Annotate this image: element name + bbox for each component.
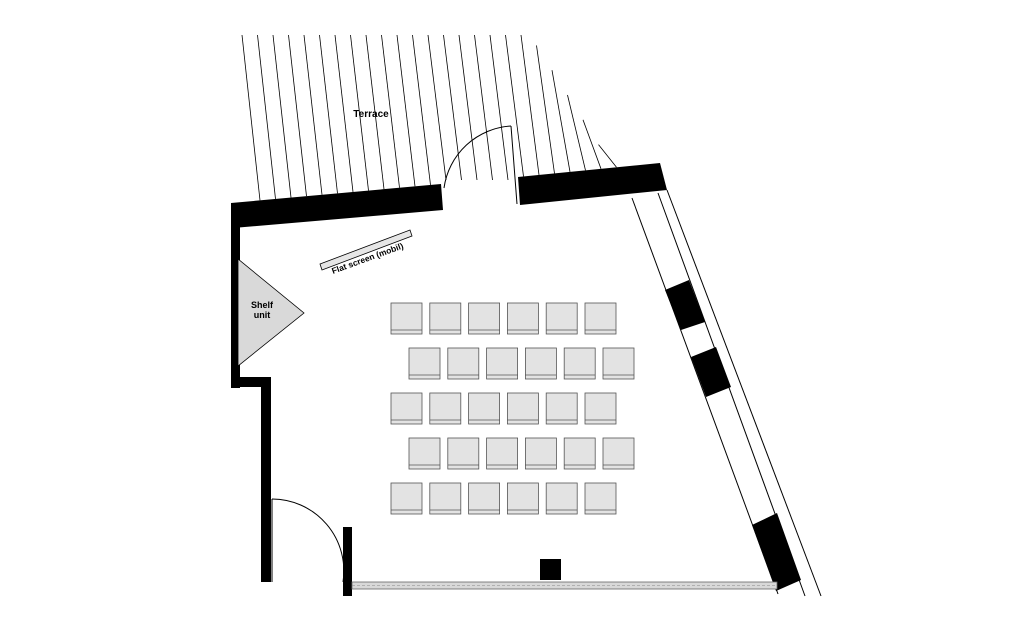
seat bbox=[468, 392, 501, 425]
seat bbox=[408, 347, 441, 380]
seat bbox=[447, 437, 480, 470]
hatch-line bbox=[303, 34, 323, 195]
walls bbox=[231, 163, 801, 596]
hatch-line bbox=[567, 94, 586, 171]
hatch-line bbox=[489, 34, 509, 181]
wall-left-step bbox=[231, 377, 271, 387]
hatch-line bbox=[272, 34, 292, 198]
hatch-line bbox=[536, 45, 555, 174]
terrace-hatching bbox=[241, 34, 617, 201]
seat bbox=[429, 482, 462, 515]
hatch-line bbox=[412, 34, 431, 185]
hatch-line bbox=[365, 34, 385, 190]
seat bbox=[390, 302, 423, 335]
hatch-line bbox=[319, 34, 338, 194]
hatch-line bbox=[458, 34, 478, 181]
shelf-unit: Shelf unit bbox=[237, 258, 305, 367]
wall-pier-1 bbox=[665, 280, 705, 330]
entrance-door[interactable] bbox=[271, 498, 345, 583]
seat bbox=[525, 347, 557, 380]
hatch-line bbox=[257, 34, 276, 200]
seat bbox=[506, 482, 539, 515]
seat bbox=[506, 302, 539, 335]
hatch-line bbox=[505, 34, 524, 177]
seat bbox=[468, 302, 501, 335]
hatch-line bbox=[443, 34, 462, 181]
seat bbox=[429, 392, 462, 425]
column bbox=[540, 559, 561, 580]
hatch-line bbox=[334, 34, 354, 193]
seating-area bbox=[390, 302, 635, 515]
hatch-line bbox=[241, 34, 261, 201]
seat bbox=[602, 437, 635, 470]
bottom-glazing bbox=[351, 581, 778, 590]
hatch-line bbox=[582, 119, 602, 169]
seat bbox=[506, 392, 539, 425]
flat-screen: Flat screen (mobil) bbox=[319, 229, 413, 276]
terrace-label: Terrace bbox=[353, 109, 389, 120]
hatch-line bbox=[520, 34, 540, 175]
wall-left-upper bbox=[231, 203, 240, 388]
shelf-label-line2: unit bbox=[254, 310, 271, 320]
hatch-line bbox=[427, 34, 447, 181]
seat bbox=[408, 437, 441, 470]
seat bbox=[545, 302, 578, 335]
hatch-line bbox=[474, 34, 493, 181]
door-post bbox=[343, 527, 352, 596]
seat bbox=[447, 347, 480, 380]
seat bbox=[545, 482, 578, 515]
seat bbox=[584, 302, 617, 335]
seat bbox=[468, 482, 501, 515]
seat bbox=[486, 347, 519, 380]
terrace-door[interactable] bbox=[443, 125, 518, 205]
hatch-line bbox=[396, 34, 416, 187]
seat bbox=[602, 347, 635, 380]
wall-pier-3 bbox=[752, 513, 801, 591]
seat bbox=[563, 437, 596, 470]
seat bbox=[390, 392, 423, 425]
wall-pier-2 bbox=[691, 347, 731, 397]
seat bbox=[545, 392, 578, 425]
seat bbox=[584, 392, 617, 425]
hatch-line bbox=[288, 34, 307, 197]
seat bbox=[390, 482, 423, 515]
wall-left-lower bbox=[261, 377, 271, 582]
hatch-line bbox=[598, 144, 617, 168]
seat bbox=[584, 482, 617, 515]
shelf-label-line1: Shelf bbox=[251, 300, 274, 310]
wall-top-left bbox=[231, 184, 443, 228]
wall-top-right bbox=[518, 163, 667, 205]
hatch-line bbox=[381, 34, 400, 188]
hatch-line bbox=[350, 34, 369, 191]
hatch-line bbox=[551, 70, 571, 172]
seat bbox=[563, 347, 596, 380]
right-wall-lines bbox=[631, 189, 822, 597]
seat bbox=[525, 437, 557, 470]
seat bbox=[486, 437, 519, 470]
seat bbox=[429, 302, 462, 335]
